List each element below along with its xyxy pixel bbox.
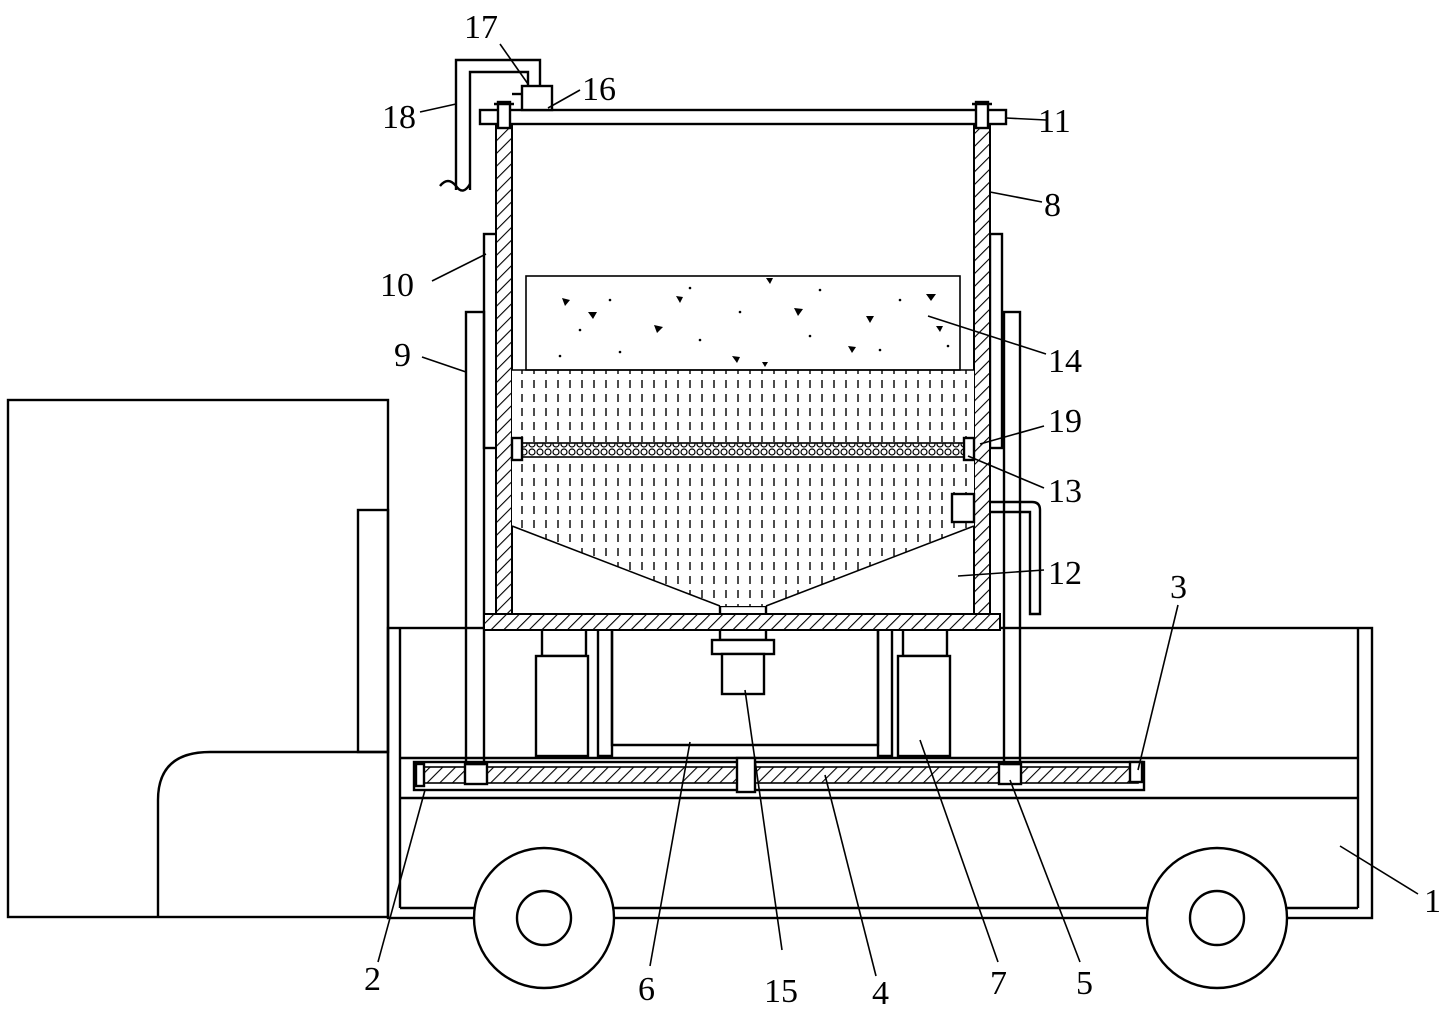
callout-2: 2 <box>364 961 381 998</box>
callout-5: 5 <box>1076 965 1093 1002</box>
callout-8: 8 <box>1044 187 1061 224</box>
callout-10: 10 <box>380 267 414 304</box>
water-pump <box>512 84 554 112</box>
filter-media-upper <box>512 369 974 442</box>
guide-rail <box>412 760 1146 792</box>
sand-layer <box>525 275 961 371</box>
truck-cab <box>6 398 390 919</box>
callout-labels: 1 2 3 4 5 6 7 8 9 10 11 12 13 14 15 16 1… <box>364 9 1441 1012</box>
inlet-pipe <box>439 58 542 192</box>
callout-12: 12 <box>1048 555 1082 592</box>
rear-wheel <box>1145 846 1289 990</box>
callout-16: 16 <box>582 71 616 108</box>
outlet-pipe <box>950 492 1042 616</box>
tank-lid <box>478 100 1008 130</box>
front-wheel <box>472 846 616 990</box>
callout-15: 15 <box>764 973 798 1010</box>
discharge-port <box>710 604 776 696</box>
callout-3: 3 <box>1170 569 1187 606</box>
callout-7: 7 <box>990 965 1007 1002</box>
callout-13: 13 <box>1048 473 1082 510</box>
callout-1: 1 <box>1424 883 1441 920</box>
leader-lines <box>377 43 1419 977</box>
tank <box>483 123 1001 631</box>
filter-media-lower <box>511 458 975 607</box>
callout-19: 19 <box>1048 403 1082 440</box>
callout-18: 18 <box>382 99 416 136</box>
filter-screen <box>510 436 976 462</box>
left-slider <box>463 762 489 786</box>
callout-4: 4 <box>872 975 889 1012</box>
lifting-cylinders <box>534 626 952 758</box>
callout-9: 9 <box>394 337 411 374</box>
callout-11: 11 <box>1038 103 1071 140</box>
callout-6: 6 <box>638 971 655 1008</box>
screw-motor <box>735 756 757 794</box>
callout-17: 17 <box>464 9 498 46</box>
collecting-box <box>596 628 894 758</box>
callout-14: 14 <box>1048 343 1082 380</box>
